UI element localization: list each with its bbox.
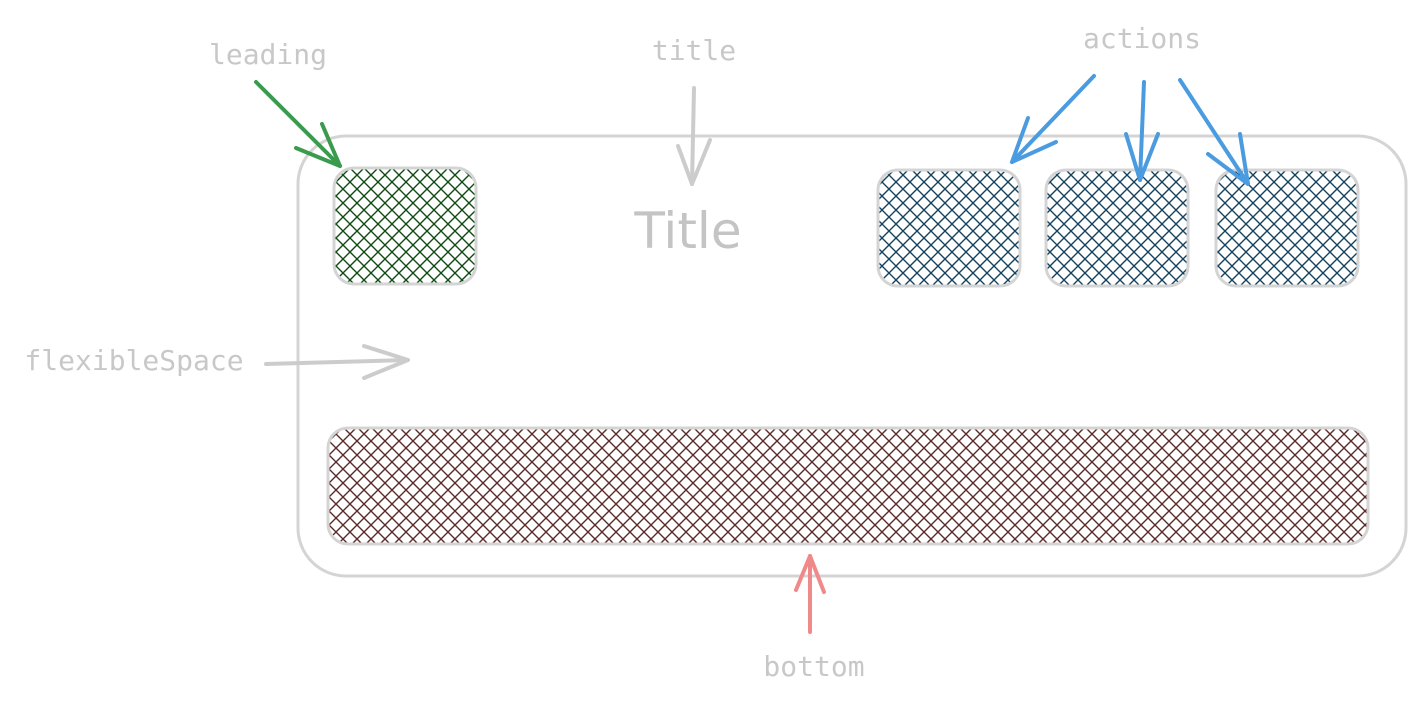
appbar-title: Title — [633, 202, 741, 260]
arrow-bottom — [794, 554, 826, 634]
leading-box — [332, 166, 478, 286]
label-leading: leading — [209, 38, 327, 71]
action-box-1 — [876, 168, 1022, 288]
arrow-action-1 — [1010, 74, 1096, 164]
arrow-leading — [254, 80, 342, 168]
arrow-action-2 — [1124, 80, 1160, 182]
appbar-container — [296, 134, 1408, 578]
label-flexible-space: flexibleSpace — [24, 344, 243, 377]
label-bottom: bottom — [763, 650, 864, 683]
arrow-flexible-space — [264, 344, 410, 380]
bottom-box — [326, 426, 1370, 546]
action-box-2 — [1044, 168, 1190, 288]
label-title: title — [652, 34, 736, 67]
arrow-title — [676, 86, 712, 186]
action-box-3 — [1214, 168, 1360, 288]
label-actions: actions — [1083, 22, 1201, 55]
arrow-action-3 — [1178, 78, 1250, 186]
